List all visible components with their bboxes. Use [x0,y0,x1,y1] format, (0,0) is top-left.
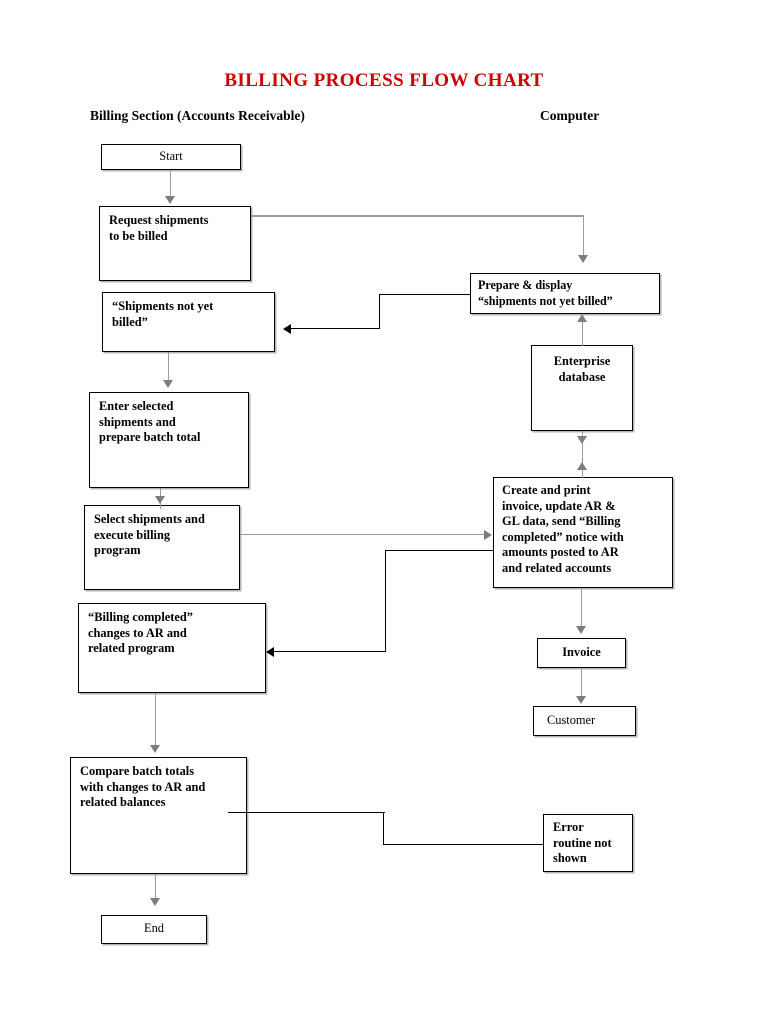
edge-request-to-prepare-arrow [578,255,588,263]
node-compare-batch-label: Compare batch totals with changes to AR … [80,764,206,810]
edge-create-to-billing-v [385,550,387,652]
edge-create-to-billing-arrow [266,647,274,657]
edge-billing-to-compare-line [155,693,157,749]
page-title: BILLING PROCESS FLOW CHART [224,70,544,91]
edge-create-to-billing-h1 [385,550,494,552]
node-enterprise-database-label: Enterprise database [553,354,611,384]
node-billing-completed[interactable]: “Billing completed” changes to AR and re… [78,603,266,693]
node-shipments-not-billed-label: “Shipments not yet billed” [112,299,214,329]
node-enter-selected[interactable]: Enter selected shipments and prepare bat… [89,392,249,488]
node-create-print[interactable]: Create and print invoice, update AR & GL… [493,477,673,588]
column-header-billing-section: Billing Section (Accounts Receivable) [90,108,305,123]
edge-enter-to-select-arrow [155,496,165,504]
node-billing-completed-label: “Billing completed” changes to AR and re… [88,610,193,656]
node-select-execute-label: Select shipments and execute billing pro… [94,512,205,558]
edge-prepare-to-shipments-h2 [291,328,380,330]
node-create-print-label: Create and print invoice, update AR & GL… [502,483,624,575]
edge-compare-to-error-h2 [383,844,544,846]
edge-select-to-create-h [240,534,486,536]
edge-invoice-to-customer-arrow [576,696,586,704]
node-shipments-not-billed[interactable]: “Shipments not yet billed” [102,292,275,352]
edge-create-to-database-arrow [577,462,587,470]
node-prepare-display[interactable]: Prepare & display “shipments not yet bil… [470,273,660,314]
node-request-shipments-label: Request shipments to be billed [109,213,209,243]
node-enterprise-database[interactable]: Enterprise database [531,345,633,431]
node-end-label: End [144,921,164,935]
edge-select-to-create-arrow [484,530,492,540]
edge-database-to-prepare-line [582,318,584,346]
node-start-label: Start [159,149,183,163]
node-invoice[interactable]: Invoice [537,638,626,668]
node-error-routine-label: Error routine not shown [553,820,612,866]
edge-shipments-to-enter-arrow [163,380,173,388]
edge-compare-to-error-h1 [228,812,385,814]
edge-compare-to-end-line [155,874,157,903]
node-compare-batch[interactable]: Compare batch totals with changes to AR … [70,757,247,874]
node-invoice-label: Invoice [562,645,601,659]
node-select-execute[interactable]: Select shipments and execute billing pro… [84,505,240,590]
node-prepare-display-label: Prepare & display “shipments not yet bil… [478,278,613,308]
node-start[interactable]: Start [101,144,241,170]
node-customer-label: Customer [547,713,596,727]
edge-database-to-create-arrow [577,436,587,444]
edge-create-to-invoice-arrow [576,626,586,634]
edge-invoice-to-customer-line [581,668,583,700]
edge-request-to-prepare-h [251,215,584,217]
edge-create-to-billing-h2 [274,651,386,653]
edge-prepare-to-shipments-v [379,294,381,329]
node-end[interactable]: End [101,915,207,944]
node-customer[interactable]: Customer [533,706,636,736]
node-error-routine[interactable]: Error routine not shown [543,814,633,872]
edge-compare-to-error-v [383,812,385,845]
edge-prepare-to-shipments-h1 [379,294,471,296]
edge-database-create-line [582,431,584,478]
edge-database-to-prepare-arrow [577,314,587,322]
column-header-computer: Computer [540,108,600,123]
edge-create-to-invoice-line [581,588,583,631]
node-request-shipments[interactable]: Request shipments to be billed [99,206,251,281]
edge-prepare-to-shipments-arrow [283,324,291,334]
edge-start-to-request-arrow [165,196,175,204]
node-enter-selected-label: Enter selected shipments and prepare bat… [99,399,201,445]
edge-shipments-to-enter-line [168,352,170,382]
edge-compare-to-end-arrow [150,898,160,906]
edge-start-to-request-line [170,170,172,198]
edge-billing-to-compare-arrow [150,745,160,753]
edge-request-to-prepare-v [583,215,585,257]
